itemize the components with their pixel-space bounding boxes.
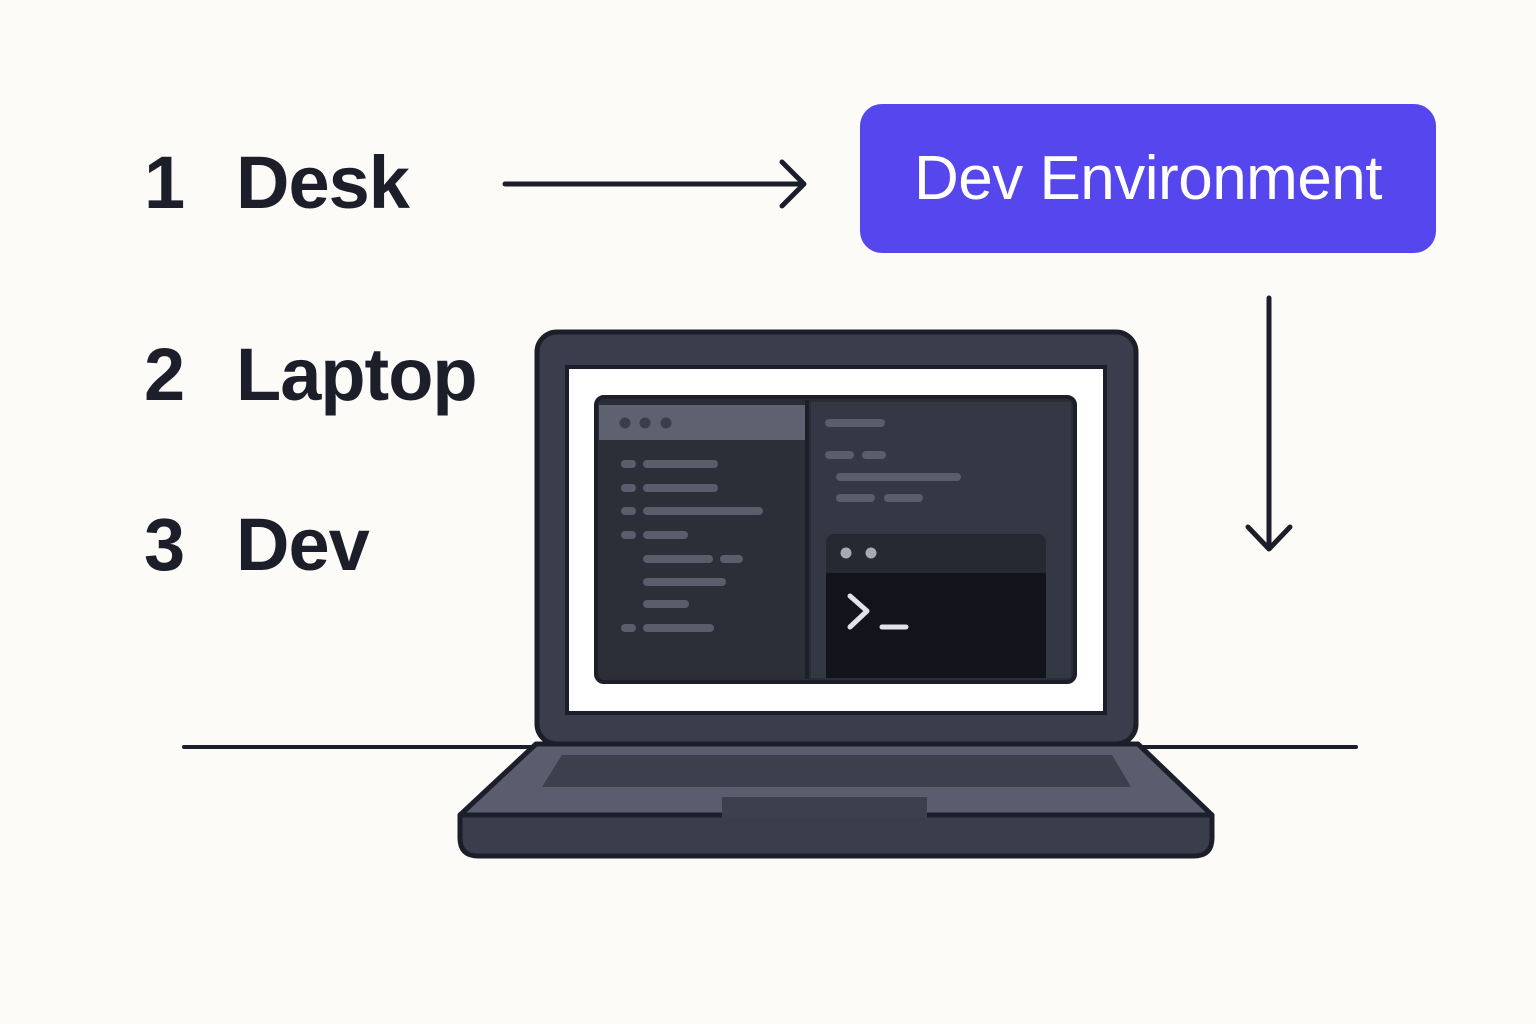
step-number: 2 [144, 333, 185, 416]
step-label: Desk [236, 141, 410, 224]
step-label: Laptop [236, 333, 478, 416]
keyboard [542, 755, 1131, 787]
dev-environment-label: Dev Environment [913, 144, 1383, 213]
dev-environment-box: Dev Environment [860, 104, 1436, 253]
step-dev: 3 Dev [144, 503, 370, 586]
step-number: 1 [144, 141, 185, 224]
trackpad [722, 797, 927, 818]
code-editor-window [594, 395, 1077, 684]
laptop-icon [457, 329, 1215, 859]
code-lines [825, 419, 961, 502]
step-label: Dev [236, 503, 370, 586]
terminal-window [826, 534, 1046, 678]
arrow-right-icon [502, 159, 807, 209]
step-laptop: 2 Laptop [144, 333, 478, 416]
terminal-prompt-icon [847, 593, 909, 630]
step-number: 3 [144, 503, 185, 586]
file-tree-lines [621, 460, 763, 632]
arrow-down-icon [1245, 295, 1293, 552]
step-desk: 1 Desk [144, 141, 410, 224]
